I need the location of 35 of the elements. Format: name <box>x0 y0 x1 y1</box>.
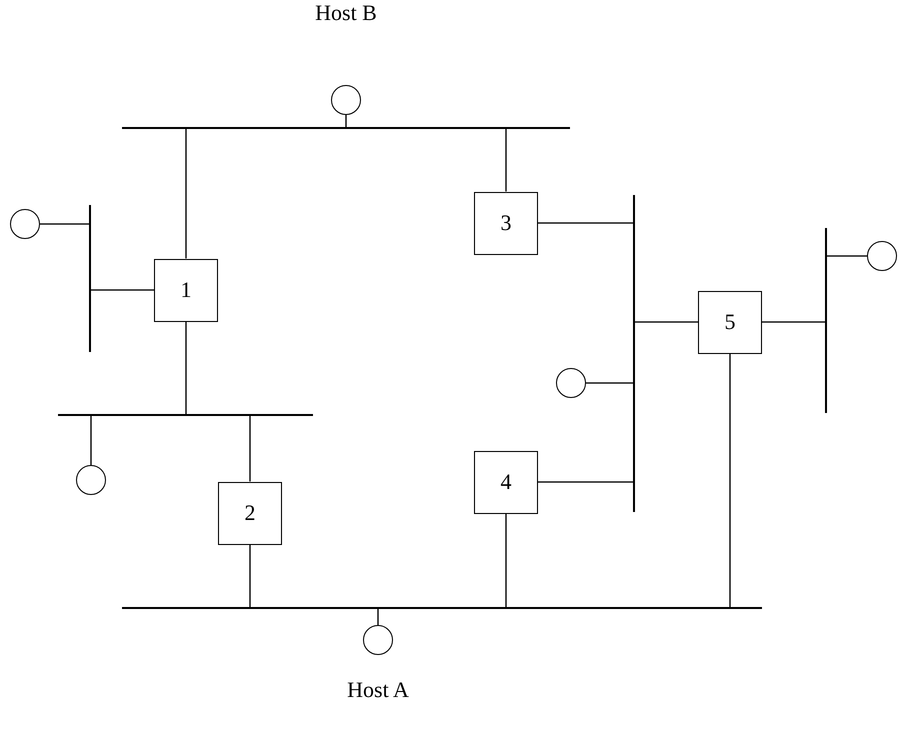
host-label: Host A <box>347 677 409 703</box>
connector-line <box>185 322 187 415</box>
router-box: 1 <box>154 258 218 322</box>
network-bus-line <box>122 127 570 129</box>
network-bus-line <box>89 205 91 352</box>
router-box: 3 <box>474 192 538 254</box>
host-circle <box>10 209 40 239</box>
connector-line <box>826 255 867 257</box>
connector-line <box>249 415 251 482</box>
connector-line <box>505 514 507 608</box>
connector-line <box>505 128 507 192</box>
connector-line <box>185 128 187 258</box>
network-bus-line <box>58 414 313 416</box>
connector-line <box>345 115 347 128</box>
host-circle <box>76 465 106 495</box>
network-bus-line <box>633 195 635 512</box>
router-box: 4 <box>474 450 538 514</box>
connector-line <box>634 321 698 323</box>
connector-line <box>377 608 379 625</box>
host-circle <box>867 241 897 271</box>
network-bus-line <box>122 607 762 609</box>
connector-line <box>40 223 90 225</box>
host-circle <box>556 368 586 398</box>
router-box: 5 <box>698 290 762 354</box>
connector-line <box>729 354 731 608</box>
connector-line <box>90 289 154 291</box>
host-label: Host B <box>315 0 377 26</box>
connector-line <box>762 321 826 323</box>
router-box: 2 <box>218 482 282 544</box>
network-bus-line <box>825 228 827 413</box>
connector-line <box>586 382 634 384</box>
connector-line <box>538 481 634 483</box>
connector-line <box>249 544 251 608</box>
connector-line <box>538 222 634 224</box>
connector-line <box>90 415 92 465</box>
